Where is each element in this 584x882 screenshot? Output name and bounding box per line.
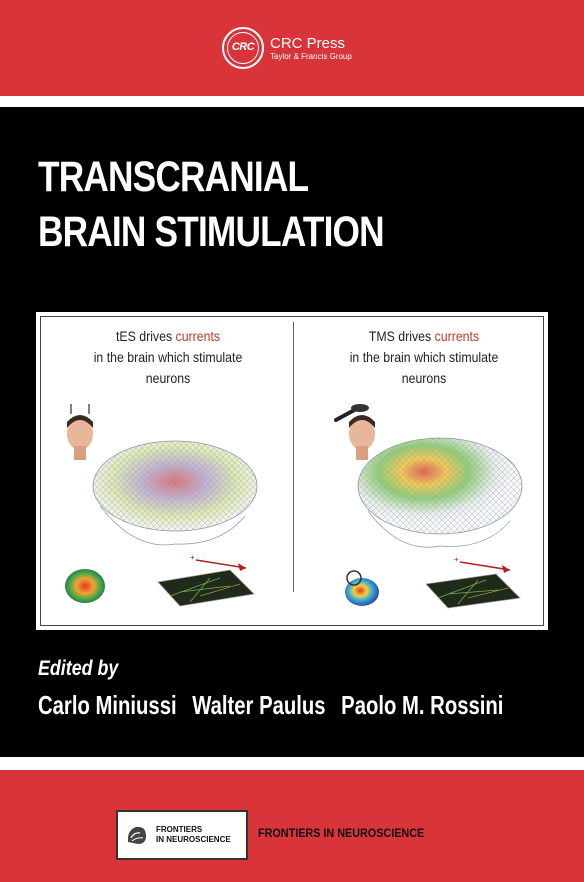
tes-neuron-slab: + [157,553,255,607]
publisher-name: CRC Press [270,34,346,52]
title-line-2: BRAIN STIMULATION [38,208,385,256]
tms-caption-prefix: TMS drives [368,328,435,344]
tms-caption-line2: in the brain which stimulate [349,349,499,365]
tes-caption: tES drives currents in the brain which s… [62,326,273,389]
svg-text:+: + [454,555,459,564]
bottom-red-band [0,770,584,882]
book-title: TRANSCRANIAL BRAIN STIMULATION [38,150,385,260]
tms-current-map [345,570,379,606]
publisher-logo: CRC CRC Press Taylor & Francis Group [222,24,352,72]
tms-caption: TMS drives currents in the brain which s… [318,326,529,389]
tms-caption-line3: neurons [401,370,447,386]
tes-caption-prefix: tES drives [115,328,176,344]
tes-current-map [65,569,105,603]
svg-text:+: + [190,553,195,562]
editor-name: Carlo Miniussi [38,690,177,720]
tes-head-icon [67,404,93,460]
figure-divider [293,322,294,592]
series-logo-line1: FRONTIERS [156,825,203,834]
series-logo: FRONTIERS IN NEUROSCIENCE [116,810,248,860]
tes-caption-highlight: currents [175,328,221,344]
editor-names: Carlo Miniussi Walter Paulus Paolo M. Ro… [38,690,503,721]
top-red-band [0,0,584,96]
seal-text: CRC [231,41,255,53]
cover-figure: tES drives currents in the brain which s… [36,312,548,630]
series-name: FRONTIERS IN NEUROSCIENCE [258,826,425,840]
editor-name: Walter Paulus [192,690,326,720]
editor-name: Paolo M. Rossini [341,690,504,720]
series-logo-line2: IN NEUROSCIENCE [156,835,231,844]
series-logo-icon [127,826,146,844]
tms-brain-model [357,437,523,548]
tes-caption-line2: in the brain which stimulate [93,349,243,365]
brain-stimulation-illustration: + [65,404,523,609]
tms-head-icon [334,404,375,460]
title-line-1: TRANSCRANIAL [38,153,309,201]
tes-brain-model [92,440,258,546]
tes-caption-line3: neurons [145,370,191,386]
tms-neuron-slab: + [425,555,521,609]
edited-by-label: Edited by [38,657,119,680]
tms-caption-highlight: currents [434,328,480,344]
crc-seal-icon: CRC [222,27,264,69]
publisher-group: Taylor & Francis Group [270,51,352,61]
